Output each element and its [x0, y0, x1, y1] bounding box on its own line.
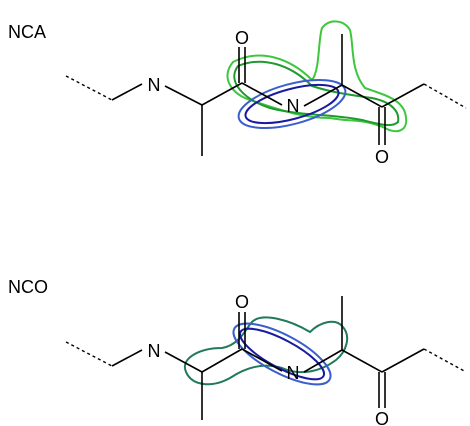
- bond: [341, 349, 383, 373]
- atom-o-bottom: O: [375, 147, 389, 167]
- atom-n-left: N: [148, 75, 161, 95]
- bond: [201, 348, 243, 373]
- dashed-bond-right: [423, 83, 467, 109]
- highlight-inner-blue: [244, 83, 340, 125]
- atom-n-left-2: N: [148, 341, 161, 361]
- dashed-bond-left-2: [65, 341, 113, 367]
- bonds-nco: [65, 296, 467, 420]
- bond: [381, 348, 425, 373]
- atom-o-bottom-2: O: [375, 409, 389, 426]
- atom-n-center-2: N: [287, 363, 300, 383]
- panel-label-nco: NCO: [8, 277, 48, 297]
- bond: [241, 82, 283, 106]
- dashed-bond-right-2: [423, 348, 467, 373]
- panel-nco: NCO N N O O: [8, 277, 467, 426]
- atom-n-center: N: [287, 96, 300, 116]
- bond: [303, 349, 343, 373]
- bond: [241, 348, 283, 372]
- bond: [201, 82, 243, 106]
- atom-o-top: O: [235, 28, 249, 48]
- panel-label-nca: NCA: [8, 22, 46, 42]
- atom-o-top-2: O: [235, 292, 249, 312]
- bond: [164, 351, 203, 373]
- bond: [381, 83, 425, 108]
- dashed-bond-left: [65, 75, 113, 101]
- highlight-outer-blue: [237, 79, 347, 129]
- bond: [164, 85, 203, 106]
- highlight-outer-blue-2: [232, 322, 332, 386]
- bonds-nca: [65, 34, 467, 156]
- bond: [111, 83, 143, 101]
- bond: [303, 84, 343, 107]
- bond: [111, 349, 143, 367]
- bond: [341, 84, 383, 108]
- panel-nca: NCA N N O O: [8, 20, 467, 167]
- highlight-inner-blue-2: [238, 327, 326, 381]
